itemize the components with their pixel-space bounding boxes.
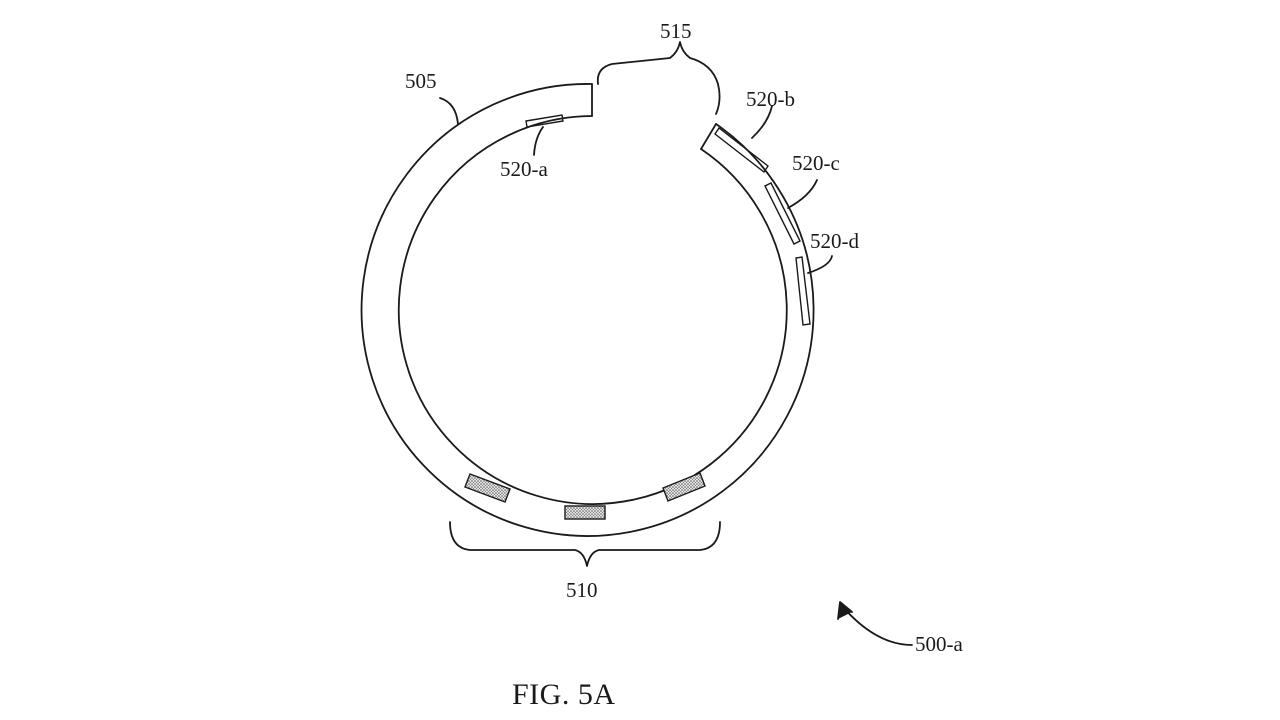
brace-515 [596, 41, 721, 115]
leader-520-d [807, 255, 833, 274]
brace-510 [449, 521, 721, 567]
ring-outer-edge [360, 83, 815, 537]
bottom-pads [464, 472, 706, 520]
label-505: 505 [405, 69, 437, 93]
label-500-a: 500-a [915, 632, 963, 656]
figure-caption: FIG. 5A [512, 678, 616, 711]
label-520-a: 520-a [500, 157, 548, 181]
leader-lines [439, 41, 913, 646]
sensor-520-c [764, 182, 801, 245]
pad-center [564, 505, 606, 520]
arrow-500-a-head [837, 601, 853, 620]
ring-inner-edge [397, 115, 788, 505]
leader-505 [439, 97, 459, 125]
label-520-b: 520-b [746, 87, 795, 111]
sensor-520-a [525, 114, 564, 128]
ring-band [360, 83, 815, 537]
leader-520-c [787, 179, 818, 209]
ring-end-cap-right [700, 123, 717, 150]
sensor-520-d [795, 256, 811, 326]
leader-520-a [533, 126, 544, 156]
label-520-d: 520-d [810, 229, 859, 253]
label-515: 515 [660, 19, 692, 43]
label-510: 510 [566, 578, 598, 602]
sensor-520-b [714, 126, 769, 174]
leader-520-b [751, 105, 773, 139]
pad-right [662, 472, 706, 502]
label-520-c: 520-c [792, 151, 840, 175]
pad-left [464, 473, 511, 503]
